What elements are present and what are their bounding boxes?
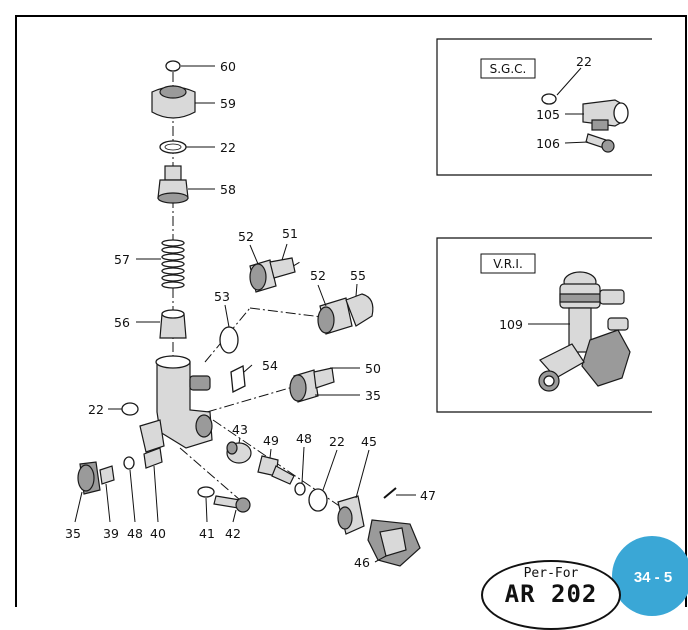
callout-51: 51 bbox=[282, 226, 298, 241]
inset-sgc-label-105: 105 bbox=[536, 107, 560, 122]
callout-40: 40 bbox=[150, 526, 166, 541]
callout-35-right: 35 bbox=[365, 388, 381, 403]
callout-45: 45 bbox=[361, 434, 377, 449]
inset-vri: V.R.I. 109 bbox=[436, 237, 652, 413]
inset-sgc-title: S.G.C. bbox=[490, 62, 527, 76]
callout-56: 56 bbox=[114, 315, 130, 330]
exploded-parts-diagram: S.G.C. 22 105 106 V.R.I. 109 bbox=[15, 15, 687, 607]
main-assembly: 60 59 22 58 57 56 52 51 52 55 53 54 50 3… bbox=[65, 59, 436, 570]
brand-model: AR 202 bbox=[504, 580, 598, 608]
callout-46: 46 bbox=[354, 555, 370, 570]
inset-vri-title: V.R.I. bbox=[493, 257, 523, 271]
callout-41: 41 bbox=[199, 526, 215, 541]
callout-53: 53 bbox=[214, 289, 230, 304]
inset-vri-label-109: 109 bbox=[499, 317, 523, 332]
callout-59: 59 bbox=[220, 96, 236, 111]
callout-58: 58 bbox=[220, 182, 236, 197]
callout-49: 49 bbox=[263, 433, 279, 448]
callout-42: 42 bbox=[225, 526, 241, 541]
page-number-badge bbox=[612, 536, 688, 616]
callout-52-a: 52 bbox=[238, 229, 254, 244]
page-number: 34 - 5 bbox=[633, 569, 673, 586]
inset-sgc: S.G.C. 22 105 106 bbox=[436, 38, 652, 176]
callout-22-mid: 22 bbox=[329, 434, 345, 449]
callout-47: 47 bbox=[420, 488, 436, 503]
callout-52-b: 52 bbox=[310, 268, 326, 283]
callout-43: 43 bbox=[232, 422, 248, 437]
callout-57: 57 bbox=[114, 252, 130, 267]
callout-50: 50 bbox=[365, 361, 381, 376]
inset-sgc-label-106: 106 bbox=[536, 136, 560, 151]
callout-60: 60 bbox=[220, 59, 236, 74]
callout-35-left: 35 bbox=[65, 526, 81, 541]
page-frame bbox=[15, 15, 687, 607]
inset-sgc-label-22: 22 bbox=[576, 54, 592, 69]
callout-48-mid: 48 bbox=[296, 431, 312, 446]
callout-22-top: 22 bbox=[220, 140, 236, 155]
callout-22-left: 22 bbox=[88, 402, 104, 417]
callout-55: 55 bbox=[350, 268, 366, 283]
callout-54: 54 bbox=[262, 358, 278, 373]
brand-prefix: Per-For bbox=[523, 566, 579, 581]
callout-39: 39 bbox=[103, 526, 119, 541]
callout-48-left: 48 bbox=[127, 526, 143, 541]
spring-coils bbox=[161, 239, 185, 289]
